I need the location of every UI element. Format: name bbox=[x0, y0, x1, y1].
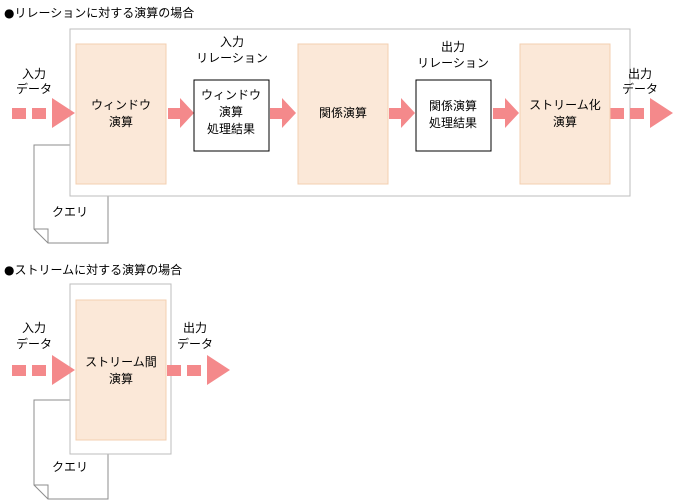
arrow-result-to-relation bbox=[270, 98, 296, 128]
output-relation-label-b: リレーション bbox=[417, 56, 489, 70]
stream-op-label-a: ストリーム化 bbox=[529, 98, 601, 112]
window-result-box bbox=[193, 79, 270, 152]
inter-stream-op-label-a: ストリーム間 bbox=[85, 355, 157, 369]
output-arrow-1 bbox=[610, 98, 673, 128]
arrows-2 bbox=[12, 355, 230, 385]
output-data-label-1a: 出力 bbox=[628, 67, 652, 81]
input-data-label-1b: データ bbox=[16, 81, 52, 96]
arrows-1 bbox=[12, 98, 673, 128]
input-arrow-2 bbox=[12, 355, 75, 385]
inter-stream-op-label-b: 演算 bbox=[109, 371, 133, 386]
query-doc-fold-2 bbox=[34, 484, 49, 499]
window-op-label-a: ウィンドウ bbox=[91, 98, 151, 112]
query-label-2: クエリ bbox=[52, 460, 88, 474]
input-arrow-1 bbox=[12, 98, 75, 128]
output-data-label-2a: 出力 bbox=[183, 321, 207, 335]
input-relation-label-a: 入力 bbox=[220, 35, 244, 49]
input-relation-label-b: リレーション bbox=[196, 51, 268, 65]
relation-result-box bbox=[415, 79, 492, 152]
inter-stream-operation-box bbox=[75, 299, 167, 441]
window-result-label-c: 処理結果 bbox=[207, 122, 255, 136]
stream-operation-box bbox=[519, 43, 611, 185]
arrow-relation-to-result bbox=[389, 98, 415, 128]
output-relation-label-a: 出力 bbox=[441, 40, 465, 54]
window-result-label-a: ウィンドウ bbox=[201, 88, 261, 102]
window-op-label-b: 演算 bbox=[109, 114, 133, 129]
relation-result-label-a: 関係演算 bbox=[429, 98, 477, 113]
window-operation-box bbox=[75, 43, 167, 185]
section2-heading: ●ストリームに対する演算の場合 bbox=[4, 262, 182, 277]
relation-operation-box bbox=[297, 43, 389, 185]
arrow-window-to-result bbox=[168, 98, 194, 128]
query-label-1: クエリ bbox=[52, 205, 88, 219]
relation-result-label-b: 処理結果 bbox=[429, 116, 477, 130]
output-arrow-2 bbox=[167, 355, 230, 385]
query-doc-fold-1 bbox=[34, 228, 49, 243]
input-data-label-2b: データ bbox=[16, 336, 52, 351]
output-data-label-1b: データ bbox=[622, 81, 658, 96]
stream-op-label-b: 演算 bbox=[553, 114, 577, 129]
arrow-result-to-stream bbox=[493, 98, 519, 128]
window-result-label-b: 演算 bbox=[219, 104, 243, 119]
section1-heading: ●リレーションに対する演算の場合 bbox=[4, 5, 194, 20]
output-data-label-2b: データ bbox=[177, 336, 213, 351]
input-data-label-2a: 入力 bbox=[22, 321, 46, 335]
input-data-label-1a: 入力 bbox=[22, 67, 46, 81]
relation-op-label: 関係演算 bbox=[319, 105, 367, 120]
